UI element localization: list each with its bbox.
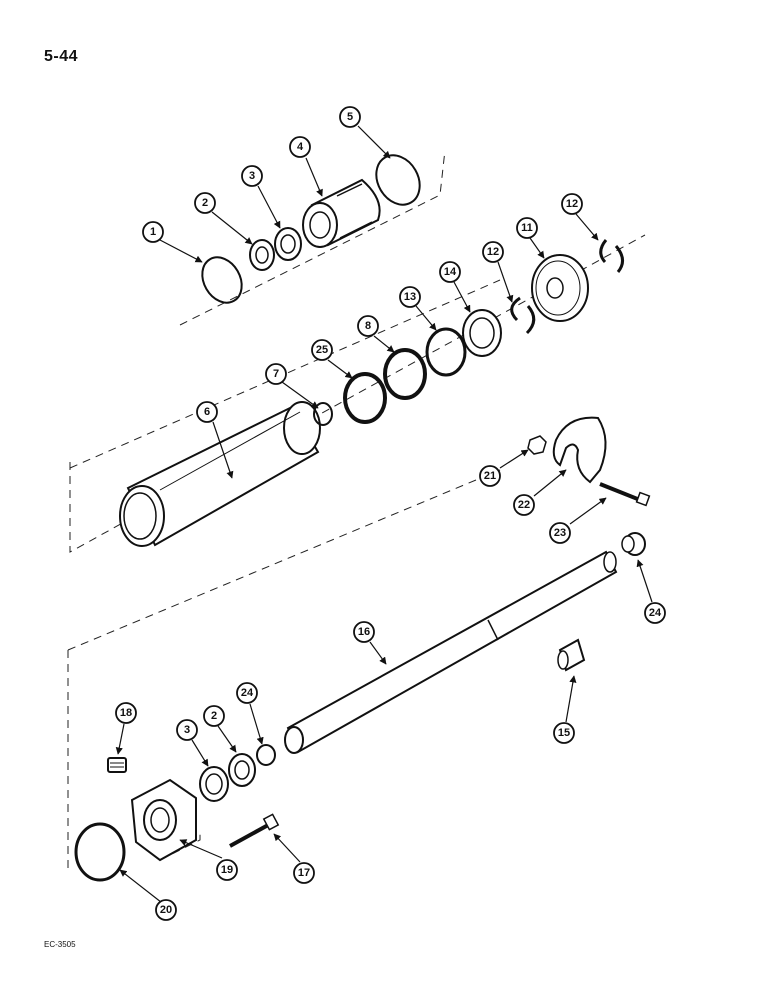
callout-1: 1 — [150, 226, 156, 238]
callout-20: 20 — [160, 904, 172, 916]
callout-3-lower: 3 — [184, 724, 190, 736]
callout-21: 21 — [484, 470, 496, 482]
callout-14: 14 — [444, 266, 457, 278]
part-o-ring-1 — [201, 256, 243, 304]
part-cap-24-lower — [256, 744, 276, 766]
figure-code: EC-3505 — [44, 940, 76, 949]
callout-labels: 1 2 3 4 5 6 7 25 8 13 14 12 11 12 21 22 … — [120, 111, 662, 916]
part-gland-4 — [302, 178, 381, 248]
part-seal-14 — [462, 309, 502, 357]
callout-5: 5 — [347, 111, 353, 123]
part-ring-25 — [343, 372, 387, 424]
part-seal-3 — [274, 227, 302, 261]
callout-12-upper: 12 — [566, 198, 578, 210]
callout-circles — [115, 106, 666, 921]
callout-11: 11 — [521, 222, 533, 234]
part-end-cap-19 — [130, 778, 197, 862]
callout-12-lower: 12 — [487, 246, 499, 258]
callout-7: 7 — [273, 368, 279, 380]
callout-25: 25 — [316, 344, 328, 356]
part-ring-13 — [425, 327, 467, 377]
part-seal-2 — [249, 239, 275, 271]
callout-23: 23 — [554, 527, 566, 539]
part-cap-24-upper — [621, 532, 646, 556]
part-rod-16 — [284, 550, 618, 754]
callout-24-upper: 24 — [649, 607, 662, 619]
leader-lines — [115, 125, 653, 907]
part-ring-20 — [74, 822, 126, 882]
part-bolt-23 — [599, 482, 651, 507]
part-seal-2-lower — [228, 753, 256, 787]
part-piston-11 — [531, 254, 589, 322]
part-seal-3-lower — [199, 766, 229, 802]
callout-19: 19 — [221, 864, 233, 876]
callout-6: 6 — [204, 406, 210, 418]
callout-13: 13 — [404, 291, 416, 303]
callout-2: 2 — [202, 197, 208, 209]
callout-22: 22 — [518, 499, 530, 511]
callout-18: 18 — [120, 707, 132, 719]
callout-16: 16 — [358, 626, 370, 638]
callout-2-lower: 2 — [211, 710, 217, 722]
page-number: 5-44 — [44, 48, 79, 65]
part-nut-21 — [527, 435, 547, 455]
part-bushing-15 — [557, 638, 586, 672]
part-ring-8 — [383, 348, 427, 400]
part-barrel-6 — [119, 401, 321, 547]
callout-17: 17 — [298, 867, 310, 879]
callout-8: 8 — [365, 320, 371, 332]
part-retaining-ring-12-lower — [510, 296, 536, 335]
part-o-ring-7 — [313, 402, 333, 426]
callout-4: 4 — [297, 141, 304, 153]
callout-3: 3 — [249, 170, 255, 182]
callout-15: 15 — [558, 727, 570, 739]
callout-24-lower: 24 — [241, 687, 254, 699]
part-retaining-ring-12-upper — [599, 239, 624, 273]
part-bolt-17 — [229, 813, 280, 848]
part-plug-18 — [107, 757, 127, 773]
part-clamp-22 — [552, 416, 607, 484]
